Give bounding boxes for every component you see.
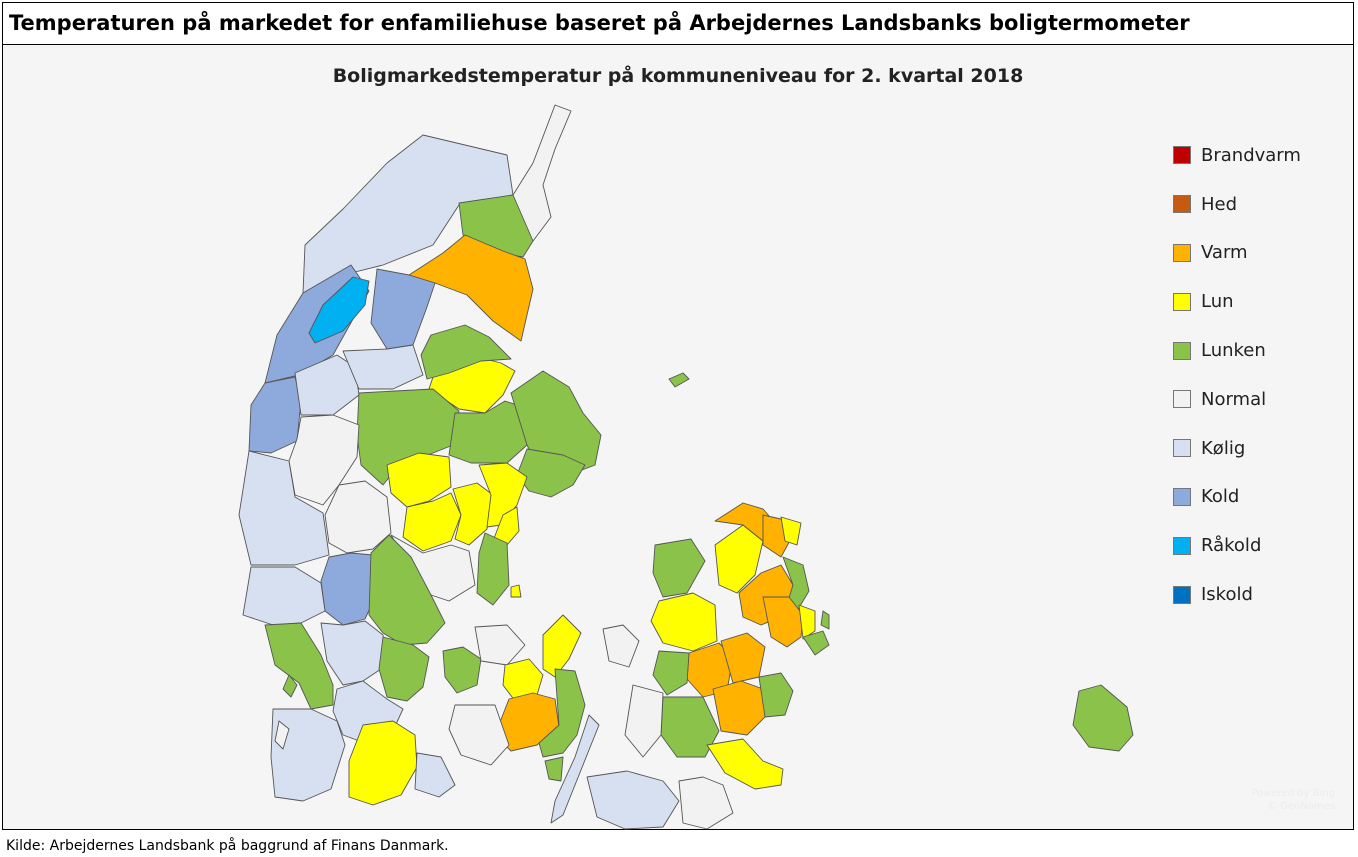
- legend: Brandvarm Hed Varm Lun Lunken Normal: [1173, 131, 1301, 619]
- region-small-island-lun: [510, 584, 522, 598]
- region-lolland-kolig: [586, 770, 680, 830]
- legend-item: Normal: [1173, 375, 1301, 424]
- legend-swatch: [1173, 146, 1191, 165]
- region-copenhagen-varm: [762, 596, 804, 648]
- region-amager-green: [820, 610, 830, 630]
- region-viborg-north: [342, 344, 424, 390]
- region-northwest-kold: [248, 376, 302, 454]
- region-funen-normal-south: [448, 704, 510, 766]
- legend-label: Hed: [1201, 193, 1238, 215]
- region-kolig-south-1: [320, 620, 388, 686]
- region-lun-sonderborg: [348, 720, 418, 806]
- legend-swatch: [1173, 390, 1191, 409]
- region-zealand-green-stevns: [758, 672, 794, 718]
- region-copenhagen-green: [802, 630, 830, 656]
- legend-swatch: [1173, 292, 1191, 311]
- chart-frame: Temperaturen på markedet for enfamiliehu…: [2, 2, 1354, 830]
- legend-swatch: [1173, 243, 1191, 262]
- legend-label: Normal: [1201, 388, 1267, 410]
- legend-label: Varm: [1201, 242, 1248, 264]
- legend-item: Iskold: [1173, 570, 1301, 619]
- region-limfjord-lake: [308, 276, 370, 344]
- region-copenhagen-lun: [798, 604, 816, 640]
- legend-item: Råkold: [1173, 521, 1301, 570]
- title-bar: Temperaturen på markedet for enfamiliehu…: [3, 3, 1353, 45]
- region-green-esbjerg: [264, 622, 334, 710]
- region-lun-1: [386, 452, 452, 508]
- region-north-tip: [506, 104, 572, 242]
- region-falster-normal: [678, 776, 734, 830]
- region-kolig-als: [414, 752, 456, 798]
- region-zealand-lun-north: [780, 516, 802, 546]
- map-title: Boligmarkedstemperatur på kommuneniveau …: [332, 65, 1024, 87]
- region-zealand-green-west-2: [652, 650, 690, 696]
- legend-label: Lunken: [1201, 340, 1266, 362]
- legend-item: Brandvarm: [1173, 131, 1301, 180]
- legend-swatch: [1173, 439, 1191, 458]
- legend-item: Varm: [1173, 229, 1301, 278]
- legend-label: Brandvarm: [1201, 144, 1301, 166]
- legend-item: Kold: [1173, 473, 1301, 522]
- region-funen-lun-2: [542, 614, 582, 678]
- region-green-kolding: [378, 636, 430, 702]
- region-kolig-west-2: [242, 566, 326, 626]
- region-island-west: [274, 720, 290, 750]
- legend-swatch: [1173, 195, 1191, 214]
- legend-swatch: [1173, 487, 1191, 506]
- region-mid-normal-2: [324, 480, 392, 554]
- legend-label: Kølig: [1201, 437, 1246, 459]
- region-zealand-varm-south-3: [712, 680, 766, 736]
- region-north-kold: [370, 268, 436, 350]
- region-north-varm: [408, 234, 534, 342]
- region-lun-3: [452, 482, 494, 546]
- region-west-kolig: [238, 450, 330, 566]
- region-zealand-lun-west: [650, 592, 718, 652]
- region-north-west: [302, 134, 514, 294]
- denmark-map: [238, 104, 1134, 830]
- legend-label: Råkold: [1201, 535, 1262, 557]
- region-funen-green-1: [442, 646, 482, 694]
- region-zealand-normal-south: [624, 684, 664, 758]
- region-green-island-rom: [282, 674, 298, 698]
- legend-label: Kold: [1201, 486, 1240, 508]
- region-lun-2: [402, 492, 462, 552]
- region-zealand-varm-south-2: [720, 632, 766, 684]
- legend-label: Lun: [1201, 291, 1234, 313]
- legend-item: Hed: [1173, 180, 1301, 229]
- region-funen-normal: [474, 624, 526, 666]
- region-lun-5: [492, 506, 520, 546]
- region-funen-green-3: [544, 756, 564, 782]
- region-anholt-green: [668, 372, 690, 388]
- legend-swatch: [1173, 536, 1191, 555]
- region-kolig-southwest: [270, 708, 346, 802]
- source-note: Kilde: Arbejdernes Landsbank på baggrund…: [6, 838, 449, 854]
- region-green-vejle: [368, 534, 446, 646]
- region-small-island-normal: [602, 624, 640, 668]
- legend-swatch: [1173, 585, 1191, 604]
- map-watermark: Powered by Bing© GeoNames: [1251, 788, 1335, 812]
- region-zealand-green-northwest: [652, 538, 706, 598]
- legend-item: Lunken: [1173, 326, 1301, 375]
- legend-item: Kølig: [1173, 424, 1301, 473]
- region-green-horsens: [476, 532, 510, 606]
- page-title: Temperaturen på markedet for enfamiliehu…: [9, 11, 1190, 35]
- region-mid-west-normal: [288, 414, 360, 506]
- legend-item: Lun: [1173, 277, 1301, 326]
- region-funen-green-2: [538, 668, 586, 758]
- map-area: Boligmarkedstemperatur på kommuneniveau …: [3, 45, 1353, 830]
- region-bornholm-green: [1072, 684, 1134, 752]
- legend-label: Iskold: [1201, 584, 1253, 606]
- legend-swatch: [1173, 341, 1191, 360]
- region-green-north-center: [420, 324, 512, 380]
- region-moen-lun: [706, 738, 784, 790]
- region-langeland: [550, 714, 600, 824]
